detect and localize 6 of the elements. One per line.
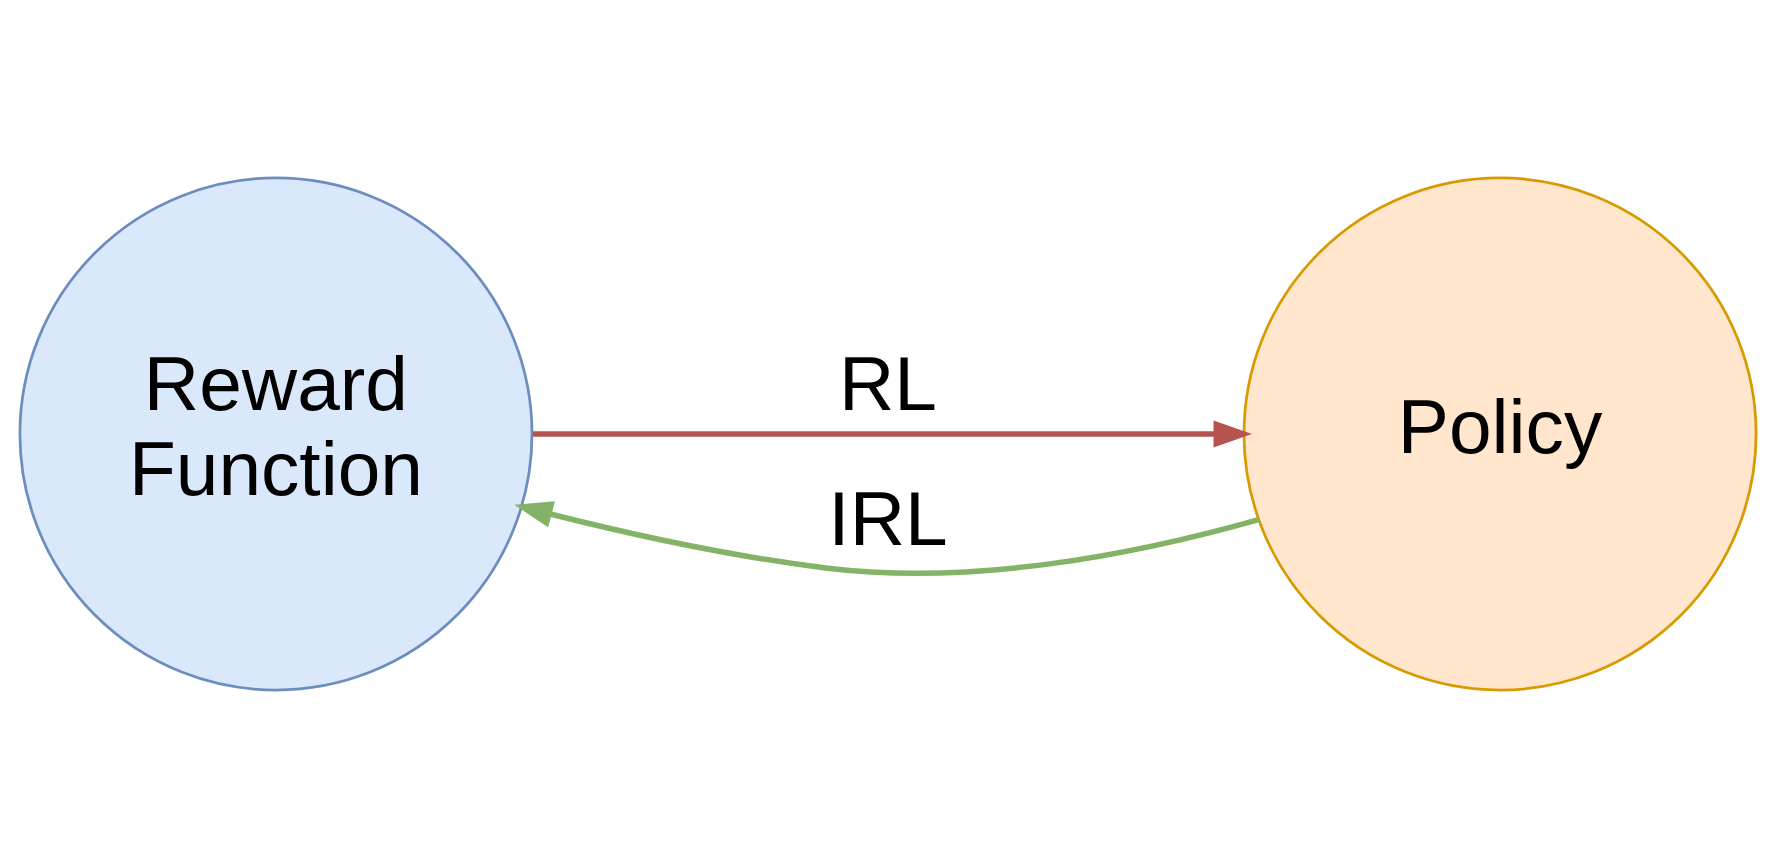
arrow bbox=[514, 500, 1260, 576]
node-circle: Reward Function bbox=[18, 176, 534, 691]
edge-label: RL bbox=[839, 340, 937, 426]
node-circle: Policy bbox=[1242, 176, 1758, 691]
edge-label: IRL bbox=[828, 475, 948, 561]
arrow bbox=[532, 420, 1252, 447]
